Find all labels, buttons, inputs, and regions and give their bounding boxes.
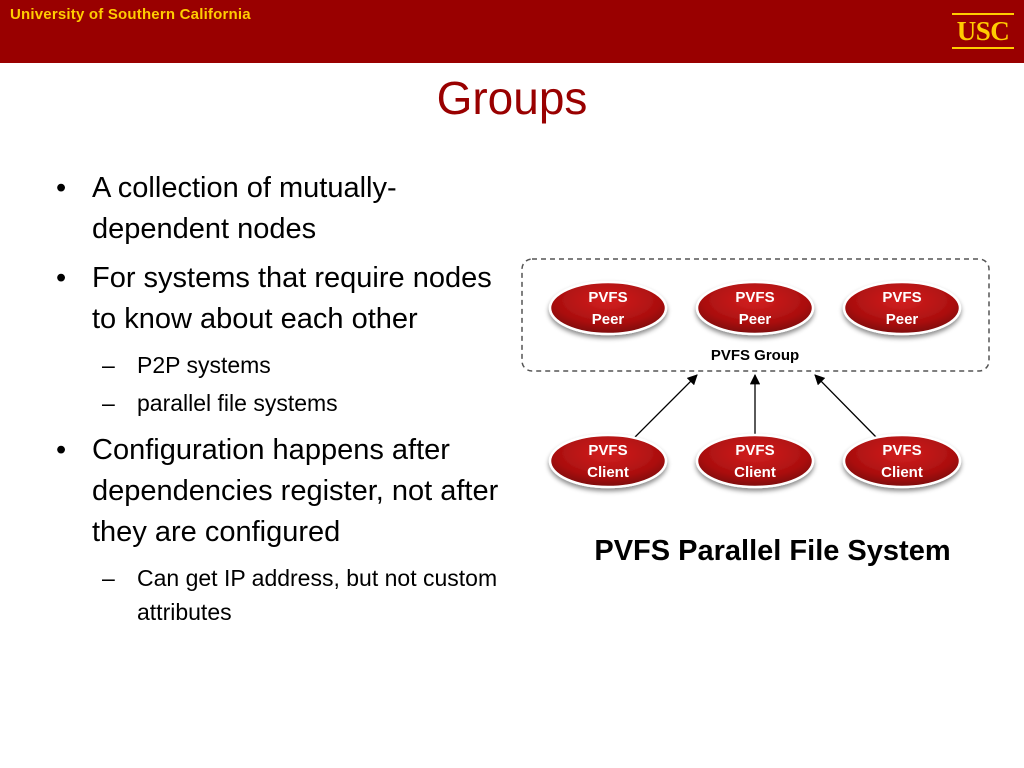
sub-bullet-item: – Can get IP address, but not custom att… bbox=[50, 561, 500, 629]
client-label-line2: Client bbox=[587, 464, 629, 481]
dash-icon: – bbox=[102, 352, 115, 378]
peer-label-line1: PVFS bbox=[882, 289, 921, 306]
bullet-text: A collection of mutually-dependent nodes bbox=[92, 172, 397, 245]
peer-label-line2: Peer bbox=[592, 311, 625, 328]
sub-bullet-text: parallel file systems bbox=[137, 390, 338, 416]
sub-bullet-text: P2P systems bbox=[137, 352, 271, 378]
client-label-line2: Client bbox=[881, 464, 923, 481]
peer-label-line2: Peer bbox=[886, 311, 919, 328]
header-banner: University of Southern California USC bbox=[0, 0, 1024, 63]
dash-icon: – bbox=[102, 390, 115, 416]
sub-bullet-item: – P2P systems bbox=[50, 348, 500, 382]
peer-node: PVFS Peer bbox=[548, 280, 668, 336]
client-label-line1: PVFS bbox=[882, 442, 921, 459]
bullet-dot-icon: • bbox=[56, 172, 67, 204]
bullet-dot-icon: • bbox=[56, 262, 67, 294]
peer-node: PVFS Peer bbox=[842, 280, 962, 336]
client-node: PVFS Client bbox=[842, 433, 962, 489]
sub-bullet-text: Can get IP address, but not custom attri… bbox=[137, 565, 498, 625]
slide-title: Groups bbox=[436, 72, 588, 124]
bullet-list: • A collection of mutually-dependent nod… bbox=[50, 168, 500, 639]
peer-label-line2: Peer bbox=[739, 311, 772, 328]
dash-icon: – bbox=[102, 565, 115, 591]
pvfs-group-box bbox=[521, 258, 990, 372]
sub-bullet-item: – parallel file systems bbox=[50, 386, 500, 420]
bullet-dot-icon: • bbox=[56, 434, 67, 466]
bullet-item: • For systems that require nodes to know… bbox=[50, 258, 500, 340]
bullet-text: For systems that require nodes to know a… bbox=[92, 262, 492, 335]
usc-logo-text: USC bbox=[956, 16, 1010, 46]
client-label-line1: PVFS bbox=[735, 442, 774, 459]
sub-bullet-list: – Can get IP address, but not custom att… bbox=[50, 561, 500, 629]
client-label-line1: PVFS bbox=[588, 442, 627, 459]
group-label: PVFS Group bbox=[711, 347, 799, 364]
connector-arrow bbox=[634, 374, 698, 438]
peer-label-line1: PVFS bbox=[735, 289, 774, 306]
client-node: PVFS Client bbox=[695, 433, 815, 489]
connector-arrow bbox=[814, 374, 877, 438]
bullet-text: Configuration happens after dependencies… bbox=[92, 434, 499, 548]
peer-node: PVFS Peer bbox=[695, 280, 815, 336]
client-label-line2: Client bbox=[734, 464, 776, 481]
bullet-item: • A collection of mutually-dependent nod… bbox=[50, 168, 500, 250]
diagram-caption: PVFS Parallel File System bbox=[594, 535, 951, 567]
usc-logo: USC bbox=[952, 13, 1014, 49]
sub-bullet-list: – P2P systems – parallel file systems bbox=[50, 348, 500, 420]
client-node: PVFS Client bbox=[548, 433, 668, 489]
peer-label-line1: PVFS bbox=[588, 289, 627, 306]
institution-name: University of Southern California bbox=[10, 6, 251, 23]
bullet-item: • Configuration happens after dependenci… bbox=[50, 430, 500, 553]
